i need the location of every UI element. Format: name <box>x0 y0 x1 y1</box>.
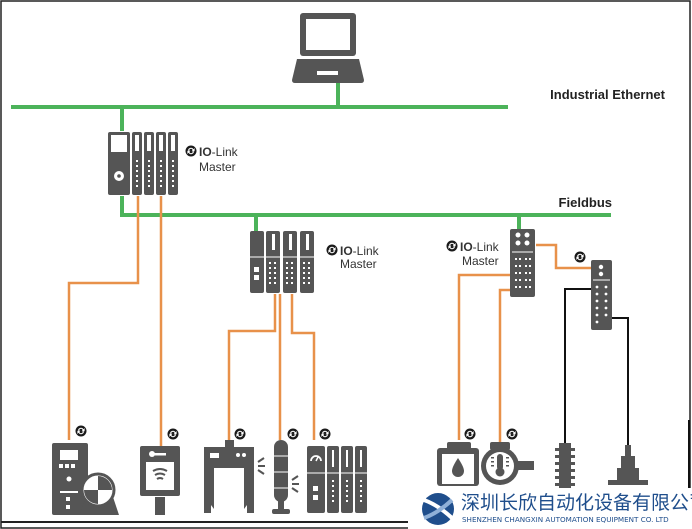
cable-master2-lightgrid <box>227 294 277 440</box>
master-2-slot-details <box>250 234 314 284</box>
connector-block-icon <box>555 443 575 491</box>
master-1-slot-details <box>135 135 175 187</box>
cable-hub-connector <box>564 288 591 445</box>
company-logo: 深圳长欣自动化设备有限公司 SHENZHEN CHANGXIN AUTOMATI… <box>408 488 692 529</box>
level-sensor-icon <box>437 442 479 486</box>
signal-tower-icon <box>272 440 299 514</box>
io-link-symbol-icon <box>185 145 197 157</box>
io-link-symbol-icon <box>167 428 179 440</box>
svg-text:IO-Link: IO-Link <box>199 145 239 159</box>
io-link-symbol-icon <box>234 428 246 440</box>
io-link-symbol-icon <box>464 428 476 440</box>
temperature-sensor-icon <box>481 442 534 485</box>
master-3-details <box>512 232 533 288</box>
io-link-symbol-icon <box>319 428 331 440</box>
io-link-symbol-icon <box>506 428 518 440</box>
io-hub-details <box>593 264 610 324</box>
industrial-ethernet-label: Industrial Ethernet <box>550 87 666 102</box>
rfid-reader-icon <box>140 446 180 515</box>
io-link-cables <box>67 196 591 446</box>
cable-master3-hub <box>536 243 591 270</box>
master-1-label: IO-Link Master <box>185 145 239 174</box>
company-name-en: SHENZHEN CHANGXIN AUTOMATION EQUIPMENT C… <box>462 515 669 524</box>
io-link-symbol-icon <box>446 240 458 252</box>
cable-master2-remoteio <box>290 294 316 440</box>
cable-master3-level <box>457 273 510 440</box>
io-link-master-1-icon <box>108 132 178 195</box>
svg-text:Master: Master <box>199 160 236 174</box>
industrial-ethernet-bus <box>11 83 508 131</box>
io-link-symbol-icon <box>574 251 586 263</box>
io-link-symbol-icon <box>326 244 338 256</box>
proximity-sensor-icon <box>608 445 648 485</box>
io-link-master-3-icon <box>510 229 535 297</box>
cable-master3-temp <box>498 288 510 445</box>
standard-cables <box>564 288 690 490</box>
io-link-symbol-icon <box>75 425 87 437</box>
svg-text:IO-Link: IO-Link <box>460 240 500 254</box>
io-hub-icon <box>591 260 612 330</box>
remote-io-icon <box>307 446 367 513</box>
cable-hub-proximity <box>612 317 629 445</box>
logo-mark-icon <box>422 493 454 525</box>
laptop-icon <box>292 13 364 83</box>
master-2-label: IO-Link Master <box>326 244 380 271</box>
fieldbus-label: Fieldbus <box>559 195 612 210</box>
company-name-cn: 深圳长欣自动化设备有限公司 <box>461 492 692 514</box>
svg-text:Master: Master <box>462 254 499 268</box>
svg-text:IO-Link: IO-Link <box>340 244 380 258</box>
fieldbus-bus <box>120 196 611 232</box>
drive-motor-icon <box>52 443 119 515</box>
io-link-symbol-icon <box>287 428 299 440</box>
cable-master1-drive <box>67 196 140 440</box>
light-grid-sensor-icon <box>204 440 265 513</box>
master-3-label: IO-Link Master <box>446 240 500 268</box>
svg-text:Master: Master <box>340 257 377 271</box>
